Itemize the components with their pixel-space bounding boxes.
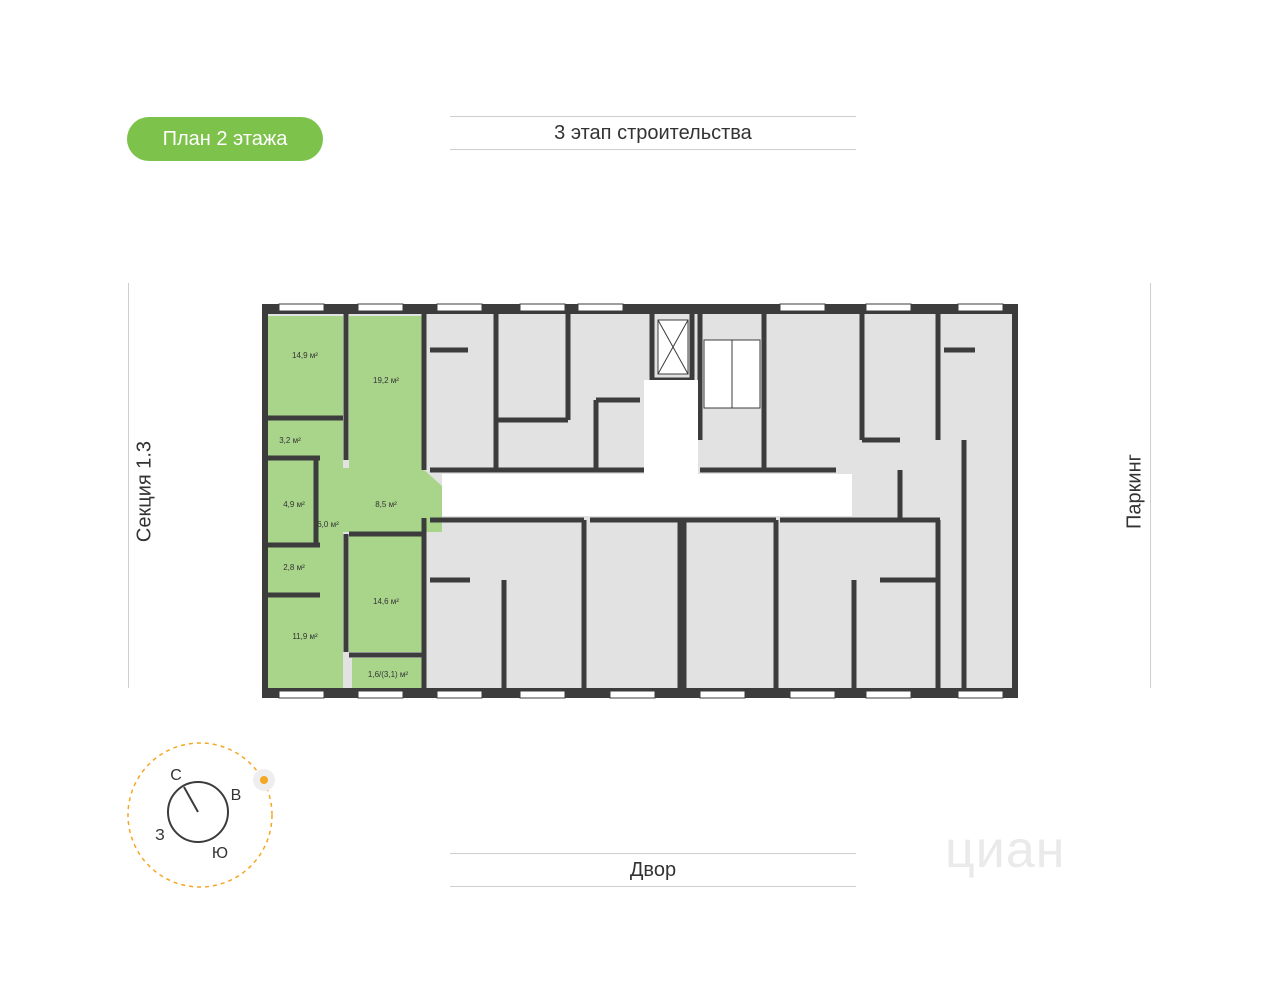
room-label: 14,9 м² (292, 351, 318, 360)
top-windows (278, 303, 1004, 312)
watermark: циан (945, 821, 1066, 879)
compass-north: С (170, 767, 182, 784)
stairs (703, 339, 761, 409)
compass-west: З (155, 827, 165, 844)
compass: С В Ю З (127, 742, 275, 888)
sun-path (127, 742, 273, 888)
elevator-shaft (657, 319, 689, 375)
compass-east: В (231, 787, 242, 804)
apartment-walls (268, 314, 427, 690)
room-label: 3,2 м² (279, 436, 301, 445)
bottom-windows (278, 690, 1004, 699)
room-label: 1,6/(3,1) м² (368, 670, 409, 679)
compass-dial (167, 781, 229, 843)
compass-south: Ю (212, 845, 228, 862)
left-divider (128, 283, 129, 688)
compass-needle (183, 786, 199, 813)
room-label: 4,9 м² (283, 500, 305, 509)
other-walls (430, 314, 975, 690)
room-label: 6,0 м² (317, 520, 339, 529)
room-label: 14,6 м² (373, 597, 399, 606)
room-label: 2,8 м² (283, 563, 305, 572)
yard-label: Двор (450, 853, 856, 887)
room-label: 8,5 м² (375, 500, 397, 509)
room-label: 19,2 м² (373, 376, 399, 385)
corridor (442, 380, 852, 516)
right-divider (1150, 283, 1151, 688)
highlighted-apartment (268, 316, 442, 688)
stage-label: 3 этап строительства (450, 116, 856, 150)
room-label: 11,9 м² (292, 632, 318, 641)
floor-plan-badge: План 2 этажа (127, 117, 323, 161)
